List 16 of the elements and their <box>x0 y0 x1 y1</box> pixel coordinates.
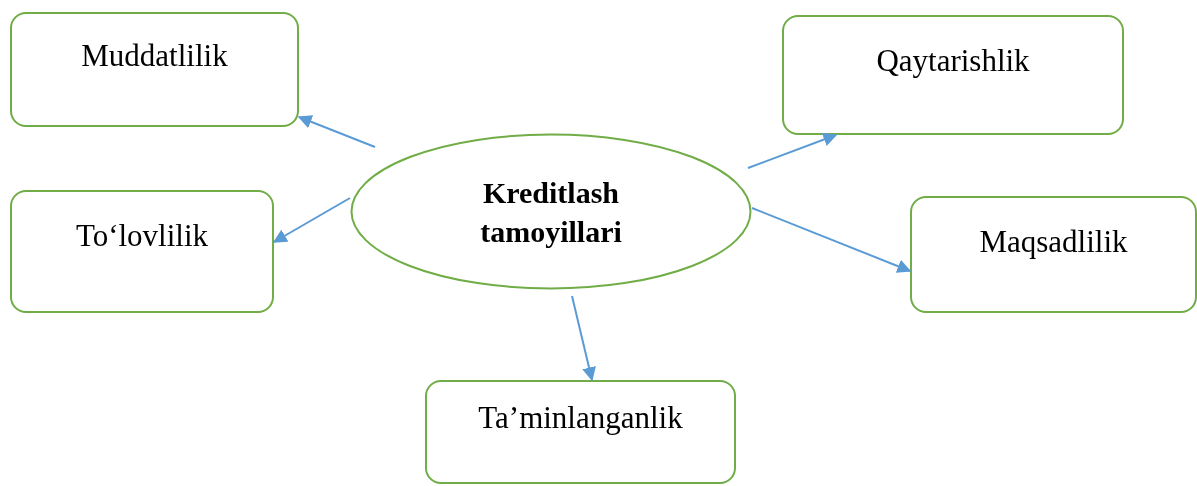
rounded-box <box>10 190 274 313</box>
rounded-box <box>10 12 299 127</box>
node-title: Kreditlash tamoyillari <box>479 174 623 250</box>
arrow <box>751 207 912 273</box>
arrow <box>747 132 838 169</box>
node-label: Muddatlilik <box>81 38 228 74</box>
node-label: Qaytarishlik <box>876 43 1030 79</box>
rounded-box <box>910 196 1197 313</box>
rounded-box <box>425 380 736 484</box>
arrow <box>272 197 351 243</box>
arrow <box>297 115 376 148</box>
node-label: Maqsadlilik <box>979 224 1128 260</box>
node-label: Ta’minlanganlik <box>478 400 683 436</box>
arrow <box>571 295 596 382</box>
rounded-box <box>782 15 1124 135</box>
node-label: To‘lovlilik <box>75 218 209 254</box>
